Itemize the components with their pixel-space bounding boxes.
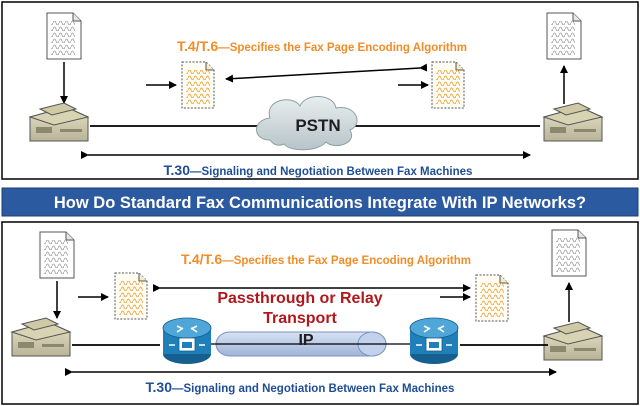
transport-label-line2: Transport [263,310,337,327]
banner-title: How Do Standard Fax Communications Integ… [54,194,586,212]
bottom-sender-document-icon [39,231,75,279]
bottom-encoded-page-right-icon [475,274,509,322]
right-router-icon [409,317,459,365]
top-panel [1,1,639,180]
top-signaling-label: T.30—Signaling and Negotiation Between F… [164,162,473,178]
top-encoded-page-left-icon [181,61,215,109]
bottom-encoding-label: T.4/T.6—Specifies the Fax Page Encoding … [181,251,471,267]
transport-label-line1: Passthrough or Relay [217,290,382,307]
bottom-signaling-desc: —Signaling and Negotiation Between Fax M… [172,383,454,395]
banner [1,187,639,217]
top-encoding-code: T.4/T.6 [177,38,218,54]
ip-label: IP [298,332,313,349]
bottom-signaling-code: T.30 [146,379,173,395]
ip-pipe [208,331,410,357]
sender-document-icon [46,12,82,60]
top-encoded-page-right-icon [431,61,465,109]
left-router-icon [162,317,212,365]
bottom-signaling-label: T.30—Signaling and Negotiation Between F… [146,379,455,395]
top-signaling-desc: —Signaling and Negotiation Between Fax M… [190,166,472,178]
top-encoding-desc: —Specifies the Fax Page Encoding Algorit… [218,42,467,54]
bottom-receiver-document-icon [551,229,587,277]
top-encoding-label: T.4/T.6—Specifies the Fax Page Encoding … [177,38,467,54]
bottom-encoding-desc: —Specifies the Fax Page Encoding Algorit… [222,255,471,267]
bottom-encoding-code: T.4/T.6 [181,251,222,267]
receiver-document-icon [546,12,582,60]
top-signaling-code: T.30 [164,162,191,178]
pstn-label: PSTN [295,116,340,135]
top-encoding-arrow [225,63,428,83]
bottom-encoded-page-left-icon [114,272,148,320]
cloud-icon [256,96,358,151]
